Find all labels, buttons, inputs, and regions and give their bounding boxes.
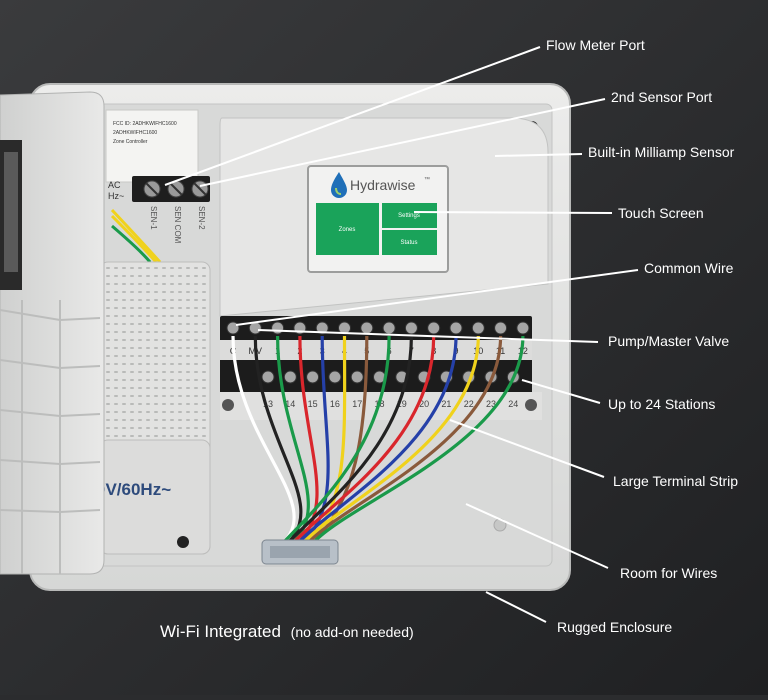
sensor-label-2: SEN-2 bbox=[197, 206, 206, 230]
station-wires bbox=[231, 335, 525, 544]
zones-button-label: Zones bbox=[339, 227, 356, 233]
terminal-screw-top-2 bbox=[271, 321, 285, 335]
touch-screen-leader bbox=[413, 211, 613, 214]
common-wire-label: Common Wire bbox=[644, 260, 734, 276]
terminal-screw-top-8 bbox=[404, 321, 418, 335]
room-for-wires-leader bbox=[465, 503, 609, 569]
pump-master-valve-leader bbox=[257, 329, 599, 343]
footer-note: (no add-on needed) bbox=[291, 624, 414, 640]
sensor-label-1: SEN-1 bbox=[149, 206, 158, 230]
power-module-screw bbox=[177, 536, 189, 548]
status-button[interactable] bbox=[382, 230, 437, 255]
terminal-screw-top-13 bbox=[516, 321, 530, 335]
large-terminal-strip-leader bbox=[449, 419, 605, 478]
2nd-sensor-port-label: 2nd Sensor Port bbox=[611, 89, 712, 105]
terminal-label-bottom: 19 bbox=[397, 399, 407, 409]
terminal-label-bottom: 15 bbox=[308, 399, 318, 409]
up-to-24-stations-label: Up to 24 Stations bbox=[608, 396, 715, 412]
terminal-label-bottom: 22 bbox=[464, 399, 474, 409]
terminal-screw-bottom-3 bbox=[328, 370, 342, 384]
terminal-screw-bottom-2 bbox=[306, 370, 320, 384]
strip-screw-right bbox=[525, 399, 537, 411]
wire-7 bbox=[282, 335, 391, 544]
flow-meter-port-label: Flow Meter Port bbox=[546, 37, 645, 53]
sensor-label-com: SEN COM bbox=[173, 206, 182, 244]
flow-meter-port-leader bbox=[164, 46, 541, 186]
terminal-label-bottom: 20 bbox=[419, 399, 429, 409]
terminal-screw-top-7 bbox=[382, 321, 396, 335]
up-to-24-stations-leader bbox=[521, 379, 601, 404]
footer-main: Wi-Fi Integrated bbox=[160, 622, 281, 641]
pump-master-valve-label: Pump/Master Valve bbox=[608, 333, 729, 349]
2nd-sensor-port-leader bbox=[199, 98, 606, 187]
conduit-fitting bbox=[261, 539, 339, 565]
terminal-label-bottom: 14 bbox=[285, 399, 295, 409]
footer-caption: Wi-Fi Integrated (no add-on needed) bbox=[160, 622, 414, 641]
strip-screw-left bbox=[222, 399, 234, 411]
terminal-label-bottom: 16 bbox=[330, 399, 340, 409]
touch-screen[interactable]: Hydrawise ™ Zones Settings Status bbox=[307, 165, 449, 273]
touch-screen-label: Touch Screen bbox=[618, 205, 704, 221]
room-for-wires-label: Room for Wires bbox=[620, 565, 717, 581]
sticker-ac: AC bbox=[108, 180, 121, 190]
wire-8 bbox=[287, 335, 413, 544]
sensor-terminal-block: SEN-1 SEN COM SEN-2 bbox=[110, 176, 210, 264]
rugged-enclosure-label: Rugged Enclosure bbox=[557, 619, 672, 635]
status-button-label: Status bbox=[400, 240, 417, 246]
wire-12 bbox=[307, 335, 503, 544]
wire-11 bbox=[302, 335, 480, 544]
settings-button[interactable] bbox=[382, 203, 437, 228]
terminal-label-bottom: 17 bbox=[352, 399, 362, 409]
terminal-label-bottom: 13 bbox=[263, 399, 273, 409]
built-in-milliamp-sensor-leader bbox=[494, 153, 583, 157]
terminal-screw-bottom-4 bbox=[350, 370, 364, 384]
terminal-label-bottom: 21 bbox=[441, 399, 451, 409]
wire-9 bbox=[292, 335, 436, 544]
power-rating-text: 0V/60Hz~ bbox=[96, 480, 171, 499]
sticker-name: Zone Controller bbox=[113, 139, 148, 145]
rugged-enclosure-leader bbox=[485, 591, 547, 623]
terminal-screw-bottom-1 bbox=[283, 370, 297, 384]
terminal-screw-top-9 bbox=[427, 321, 441, 335]
terminal-label-bottom: 23 bbox=[486, 399, 496, 409]
large-terminal-strip-label: Large Terminal Strip bbox=[613, 473, 738, 489]
wire-10 bbox=[297, 335, 458, 544]
terminal-screw-top-12 bbox=[494, 321, 508, 335]
wire-0 bbox=[231, 335, 296, 544]
rating-sticker: FCC ID: 2ADHKWIFHC1600 2ADHKWIFHC1600 Zo… bbox=[105, 109, 199, 201]
sticker-model: FCC ID: 2ADHKWIFHC1600 bbox=[113, 121, 177, 127]
enclosure-door[interactable] bbox=[0, 91, 105, 575]
power-module: 0V/60Hz~ bbox=[96, 261, 211, 555]
terminal-screw-bottom-0 bbox=[261, 370, 275, 384]
built-in-milliamp-sensor-label: Built-in Milliamp Sensor bbox=[588, 144, 735, 160]
terminal-label-bottom: 24 bbox=[508, 399, 518, 409]
terminal-screw-top-6 bbox=[360, 321, 374, 335]
zones-button[interactable] bbox=[316, 203, 379, 255]
common-wire-leader bbox=[235, 269, 639, 326]
settings-button-label: Settings bbox=[398, 213, 420, 219]
terminal-screw-top-10 bbox=[449, 321, 463, 335]
screen-logo-text: Hydrawise bbox=[350, 177, 416, 193]
sticker-hz: Hz~ bbox=[108, 191, 124, 201]
terminal-screw-top-4 bbox=[315, 321, 329, 335]
hydrawise-logo bbox=[331, 172, 347, 198]
bottom-screw-row bbox=[261, 370, 520, 384]
screen-logo-trademark: ™ bbox=[424, 176, 430, 183]
terminal-screw-top-0 bbox=[226, 321, 240, 335]
wire-13 bbox=[312, 335, 525, 544]
sticker-serial: 2ADHKWIFHC1600 bbox=[113, 130, 157, 136]
terminal-screw-top-11 bbox=[471, 321, 485, 335]
